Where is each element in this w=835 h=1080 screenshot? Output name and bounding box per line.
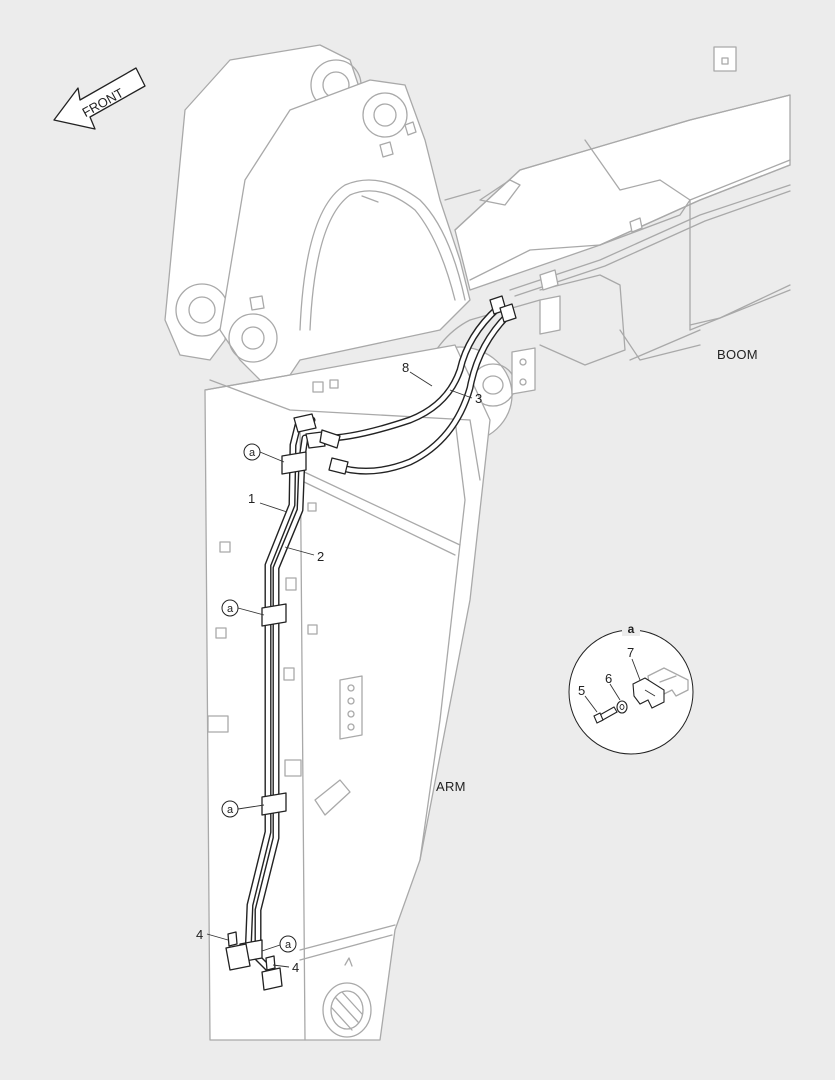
- callout-marker-a-4: a: [261, 935, 297, 953]
- arm-structure: [164, 44, 491, 1041]
- part-label-7: 7: [627, 645, 634, 660]
- svg-text:a: a: [285, 939, 292, 951]
- svg-text:a: a: [249, 447, 256, 459]
- svg-text:a: a: [227, 603, 234, 615]
- detail-title: a: [628, 622, 635, 636]
- boom-label: BOOM: [717, 347, 758, 362]
- callout-marker-a-2: a: [221, 599, 265, 617]
- arm-label: ARM: [436, 779, 466, 794]
- part-label-6: 6: [605, 671, 612, 686]
- part-label-5: 5: [578, 683, 585, 698]
- part-label-3: 3: [475, 391, 482, 406]
- part-label-8: 8: [402, 360, 409, 375]
- callout-marker-a-1: a: [243, 443, 285, 463]
- front-direction-arrow: FRONT: [53, 67, 146, 130]
- part-label-4-right: 4: [292, 960, 299, 975]
- detail-view-a: a 7 6 5: [568, 620, 694, 755]
- svg-text:a: a: [227, 804, 234, 816]
- hose-assembly: [225, 295, 517, 991]
- part-callouts: 8 3 1 2 4 4 a a a: [196, 360, 482, 975]
- part-label-4-left: 4: [196, 927, 203, 942]
- part-label-1: 1: [248, 491, 255, 506]
- callout-marker-a-3: a: [221, 800, 265, 818]
- part-label-2: 2: [317, 549, 324, 564]
